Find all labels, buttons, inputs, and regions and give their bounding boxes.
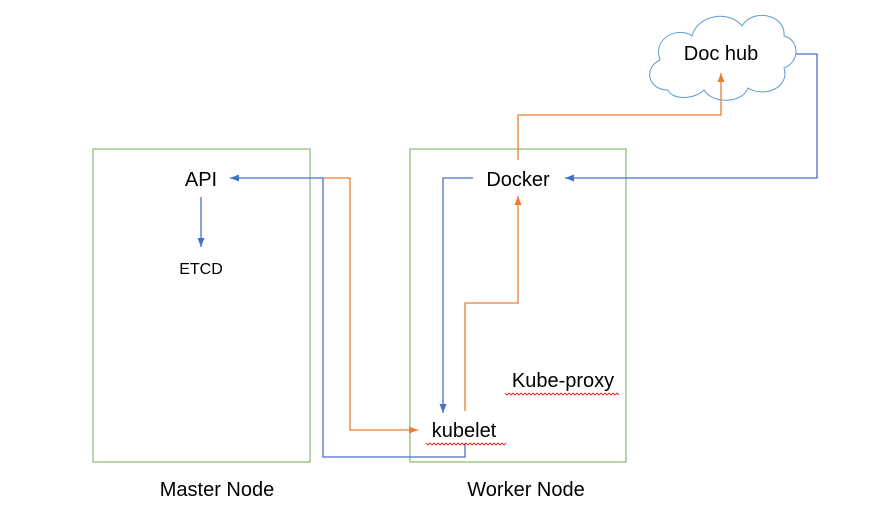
worker-node-label: Worker Node (467, 479, 584, 501)
orange-flow-api-to-kubelet (323, 177, 418, 434)
etcd-label: ETCD (179, 261, 223, 278)
blue-flow-kubelet-to-api (230, 174, 466, 458)
master-node-box (92, 148, 311, 463)
doc-hub-label: Doc hub (684, 43, 759, 65)
kubelet-label: kubelet (432, 420, 497, 442)
api-label: API (185, 169, 217, 191)
orange-flow-docker-to-dochub (517, 73, 725, 160)
spellcheck-underline-kubelet (425, 442, 507, 446)
blue-flow-docker-to-kubelet (439, 177, 473, 413)
kube-proxy-label: Kube-proxy (512, 370, 614, 392)
spellcheck-underline-kube-proxy (504, 392, 620, 396)
orange-flow-kubelet-to-docker (464, 196, 522, 411)
master-node-label: Master Node (160, 479, 275, 501)
docker-label: Docker (486, 169, 550, 191)
doc-hub-cloud (649, 15, 797, 101)
blue-flow-dochub-to-docker (565, 53, 818, 182)
